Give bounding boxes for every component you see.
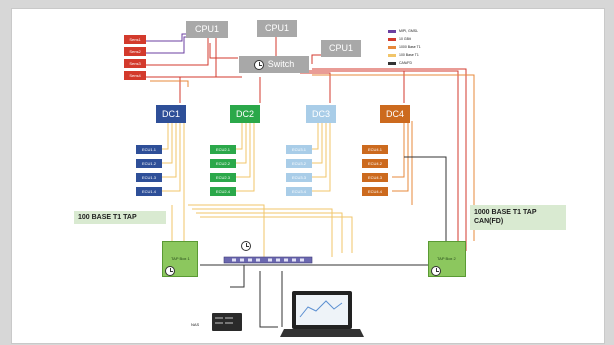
tap-right-label: 1000 BASE T1 TAP CAN(FD)	[470, 205, 566, 230]
ecu-box: ECU1.1	[136, 145, 162, 154]
legend-swatch-100baset1	[388, 53, 396, 57]
ecu-box: ECU3.1	[286, 145, 312, 154]
legend-item-10gbit: 10 GBit	[388, 37, 411, 41]
cpu-box-3: CPU1	[321, 40, 361, 57]
ecu-box: ECU1.2	[136, 159, 162, 168]
tap-box-right-label: TAP Box 2	[437, 256, 456, 261]
canfd-lines	[200, 156, 447, 328]
legend-swatch-1000baset1	[388, 45, 396, 49]
legend-swatch-10gbit	[388, 37, 396, 41]
ecu-box: ECU2.4	[210, 187, 236, 196]
sensor-box-1: Sens1	[124, 35, 146, 44]
connection-lines	[146, 33, 475, 337]
dc-box-2: DC2	[230, 105, 260, 123]
tap-box-left-label: TAP Box 1	[171, 256, 190, 261]
ecu-box: ECU1.4	[136, 187, 162, 196]
ecu-box: ECU4.4	[362, 187, 388, 196]
dc-box-1: DC1	[156, 105, 186, 123]
switch-label: Switch	[267, 59, 295, 69]
ecu-box: ECU1.3	[136, 173, 162, 182]
clock-icon	[253, 59, 264, 70]
ecu-box: ECU3.3	[286, 173, 312, 182]
mipi-lines	[146, 33, 188, 54]
sensor-box-3: Sens3	[124, 59, 146, 68]
dc-box-3: DC3	[306, 105, 336, 123]
ecu-box: ECU3.2	[286, 159, 312, 168]
ecu-box: ECU2.2	[210, 159, 236, 168]
tap-box-left: TAP Box 1	[162, 241, 198, 277]
dc-box-4: DC4	[380, 105, 410, 123]
ecu-box: ECU4.2	[362, 159, 388, 168]
diagram-frame: Sens1 Sens2 Sens3 Sens4 CPU1 CPU1 CPU1 S…	[11, 8, 605, 344]
legend-swatch-mipi	[388, 29, 396, 33]
tap-right-label-line1: 1000 BASE T1 TAP	[474, 209, 537, 216]
clock-icon	[431, 266, 441, 276]
tengbit-lines	[146, 34, 467, 251]
sensor-box-4: Sens4	[124, 71, 146, 80]
cpu-box-2: CPU1	[257, 20, 297, 37]
tap-box-right: TAP Box 2	[428, 241, 466, 277]
network-switch-bar	[223, 256, 313, 264]
ecu-box: ECU2.3	[210, 173, 236, 182]
cpu-box-1: CPU1	[186, 21, 228, 38]
legend-item-100baset1: 100 Base T1	[388, 53, 419, 57]
sensor-box-2: Sens2	[124, 47, 146, 56]
legend-swatch-canfd	[388, 61, 396, 65]
ecu-box: ECU4.1	[362, 145, 388, 154]
legend-item-canfd: CAN/FD	[388, 61, 412, 65]
ecu-box: ECU3.4	[286, 187, 312, 196]
clock-icon	[241, 241, 251, 251]
tap-right-label-line2: CAN(FD)	[474, 218, 504, 226]
laptop-icon	[280, 291, 364, 337]
gbit-lines	[150, 74, 475, 241]
tap-left-label: 100 BASE T1 TAP	[74, 211, 166, 224]
hundred-lines	[162, 121, 353, 257]
legend-item-mipi: MIPI, GMSL	[388, 29, 418, 33]
legend-item-1000baset1: 1000 Base T1	[388, 45, 421, 49]
clock-icon	[165, 266, 175, 276]
nas-icon	[212, 313, 242, 331]
nas-label: NAS	[191, 322, 200, 327]
ecu-box: ECU4.3	[362, 173, 388, 182]
ecu-box: ECU2.1	[210, 145, 236, 154]
switch-box: Switch	[239, 56, 309, 73]
